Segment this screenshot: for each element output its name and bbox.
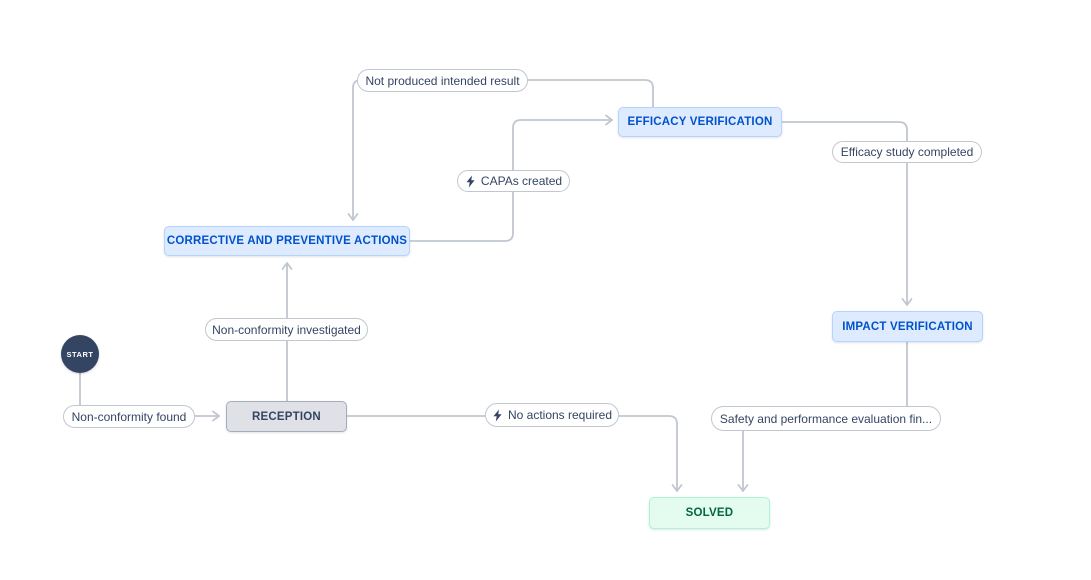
- status-reception[interactable]: RECEPTION: [226, 401, 347, 432]
- transition-capas-created[interactable]: CAPAs created: [457, 170, 570, 192]
- transition-efficacy-study-completed[interactable]: Efficacy study completed: [832, 141, 982, 163]
- status-label: IMPACT VERIFICATION: [842, 320, 973, 333]
- transition-not-produced-intended-result[interactable]: Not produced intended result: [357, 69, 528, 92]
- transition-non-conformity-found[interactable]: Non-conformity found: [63, 405, 195, 428]
- transition-safety-and-performance-evaluation[interactable]: Safety and performance evaluation fin...: [711, 406, 941, 431]
- transition-label: Efficacy study completed: [840, 145, 974, 159]
- status-impact-verification[interactable]: IMPACT VERIFICATION: [832, 311, 983, 342]
- status-label: RECEPTION: [252, 410, 321, 423]
- status-solved[interactable]: SOLVED: [649, 497, 770, 529]
- edge-efficacy-to-impact[interactable]: [781, 121, 913, 306]
- start-node-label: START: [66, 349, 94, 359]
- status-label: CORRECTIVE AND PREVENTIVE ACTIONS: [166, 235, 408, 247]
- start-node[interactable]: START: [61, 335, 99, 373]
- edge-reception-to-solved[interactable]: [346, 415, 683, 492]
- bolt-icon: [465, 175, 476, 188]
- edge-efficacy-to-corrective[interactable]: [347, 79, 654, 221]
- status-corrective-and-preventive-actions[interactable]: CORRECTIVE AND PREVENTIVE ACTIONS: [164, 226, 410, 256]
- transition-label: Non-conformity found: [71, 409, 187, 424]
- status-efficacy-verification[interactable]: EFFICACY VERIFICATION: [618, 107, 782, 137]
- transition-no-actions-required[interactable]: No actions required: [485, 403, 619, 427]
- transition-label: Not produced intended result: [365, 73, 520, 88]
- transition-label: Non-conformity investigated: [212, 322, 361, 337]
- status-label: EFFICACY VERIFICATION: [627, 116, 773, 128]
- transition-non-conformity-investigated[interactable]: Non-conformity investigated: [205, 318, 368, 341]
- status-label: SOLVED: [685, 507, 734, 519]
- transition-label: CAPAs created: [480, 174, 563, 188]
- transition-label: No actions required: [507, 408, 613, 422]
- transition-label: Safety and performance evaluation fin...: [719, 411, 933, 426]
- bolt-icon: [492, 409, 503, 422]
